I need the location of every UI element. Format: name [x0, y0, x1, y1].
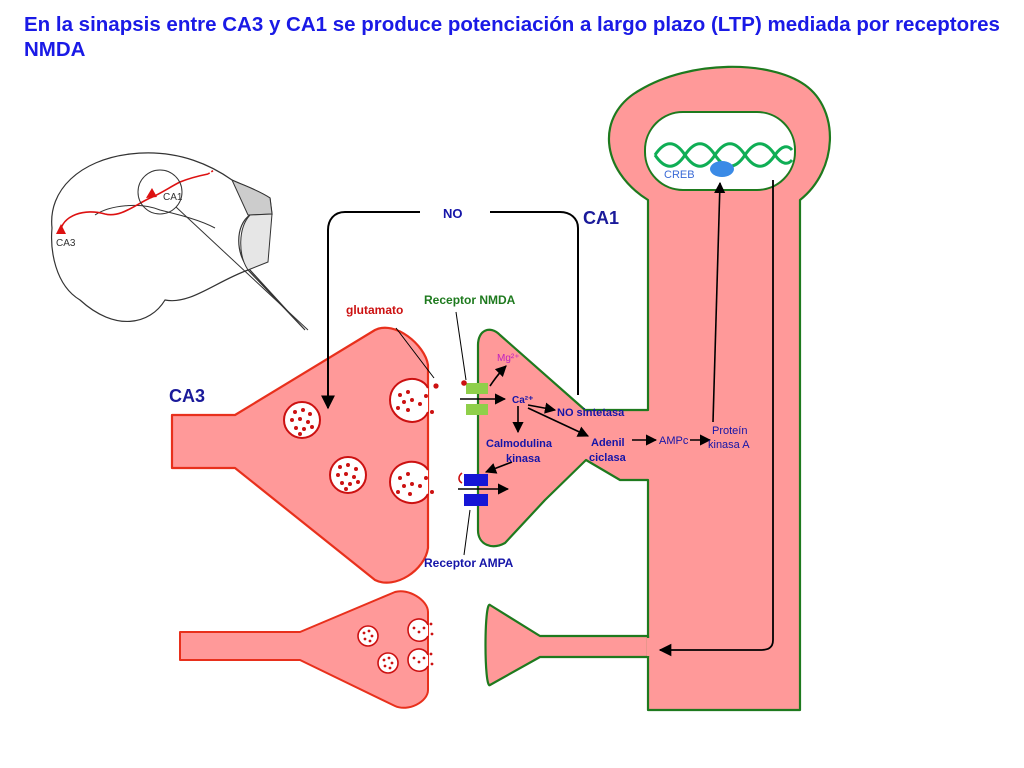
- ca1-dendrite-body: [476, 65, 832, 712]
- creb-protein: [710, 161, 734, 177]
- brain-side-face: [240, 213, 273, 271]
- brain-fold: [94, 205, 216, 229]
- creb-label: CREB: [664, 169, 695, 181]
- ca1-arrowhead-icon: [146, 188, 157, 198]
- no-label: NO: [443, 206, 463, 221]
- ca1-neuron: CREB CA1: [476, 65, 832, 712]
- vesicle-small-1: [357, 625, 379, 647]
- hippocampus-pathway: [59, 173, 209, 234]
- glutamate-released: [433, 383, 439, 389]
- brain-inset: CA1 CA3: [51, 152, 309, 331]
- ca-label: Ca²⁺: [512, 395, 533, 406]
- dna-strand-a: [653, 142, 794, 168]
- inset-ca1-label: CA1: [163, 192, 183, 203]
- arrow-ca-adenil: [527, 407, 590, 437]
- glutamato-label: glutamato: [346, 303, 403, 317]
- arrow-mg-release: [489, 365, 507, 387]
- arrow-receptor-ampa: [463, 509, 471, 556]
- no-retrograde-path: [321, 211, 579, 410]
- inset-magnify-line: [175, 206, 309, 331]
- nmda-receptor: [461, 380, 488, 415]
- arrow-creb-synthesis: [658, 180, 774, 657]
- receptor-nmda-label: Receptor NMDA: [424, 293, 516, 307]
- ca3-label: CA3: [169, 386, 205, 406]
- ca3-terminal: [170, 326, 430, 584]
- ca1-lower-spine: [484, 603, 650, 687]
- ca3-arrowhead-icon: [56, 224, 66, 234]
- calmodulina-label-2: kinasa: [506, 453, 541, 465]
- ca3-lower-terminal: [179, 590, 429, 709]
- arrow-calmodulina-ampa: [484, 461, 513, 474]
- ampc-label: AMPc: [659, 435, 689, 447]
- vesicle-small-fusing-2: [407, 648, 434, 673]
- vesicle-fusing-2: [388, 461, 434, 504]
- arrow-ca-no-sintetasa: [527, 402, 557, 414]
- arrow-receptor-nmda: [455, 311, 467, 381]
- no-sintetasa-label: NO sintetasa: [557, 407, 625, 419]
- hippocampus-pathway-end: [207, 169, 215, 175]
- vesicle-small-fusing-1: [407, 618, 434, 643]
- calmodulina-label-1: Calmodulina: [486, 438, 553, 450]
- vesicle-small-2: [377, 652, 399, 674]
- proteina-label-1: Proteín: [712, 425, 747, 437]
- brain-gray-lobe: [230, 178, 273, 216]
- ampa-receptor: [458, 472, 488, 506]
- inset-ca3-label: CA3: [56, 238, 76, 249]
- proteina-label-2: kinasa A: [708, 439, 750, 451]
- slide-title: En la sinapsis entre CA3 y CA1 se produc…: [24, 13, 1000, 61]
- vesicle-1: [283, 401, 321, 439]
- arrow-pka-creb: [712, 181, 726, 423]
- receptor-ampa-label: Receptor AMPA: [424, 556, 514, 570]
- ca1-body-join: [646, 412, 652, 478]
- mg-label: Mg²⁺: [497, 353, 520, 364]
- ca3-neuron: CA3: [169, 326, 439, 709]
- ca1-spine-join: [647, 638, 651, 656]
- glutamate-molecule: [461, 380, 467, 386]
- adenil-label-2: ciclasa: [589, 452, 627, 464]
- arrow-glutamato: [395, 327, 435, 379]
- vesicle-2: [329, 456, 367, 494]
- inset-magnify-circle: [137, 169, 183, 215]
- ca1-label: CA1: [583, 208, 619, 228]
- vesicle-fusing-1: [388, 378, 439, 423]
- adenil-label-1: Adenil: [591, 437, 625, 449]
